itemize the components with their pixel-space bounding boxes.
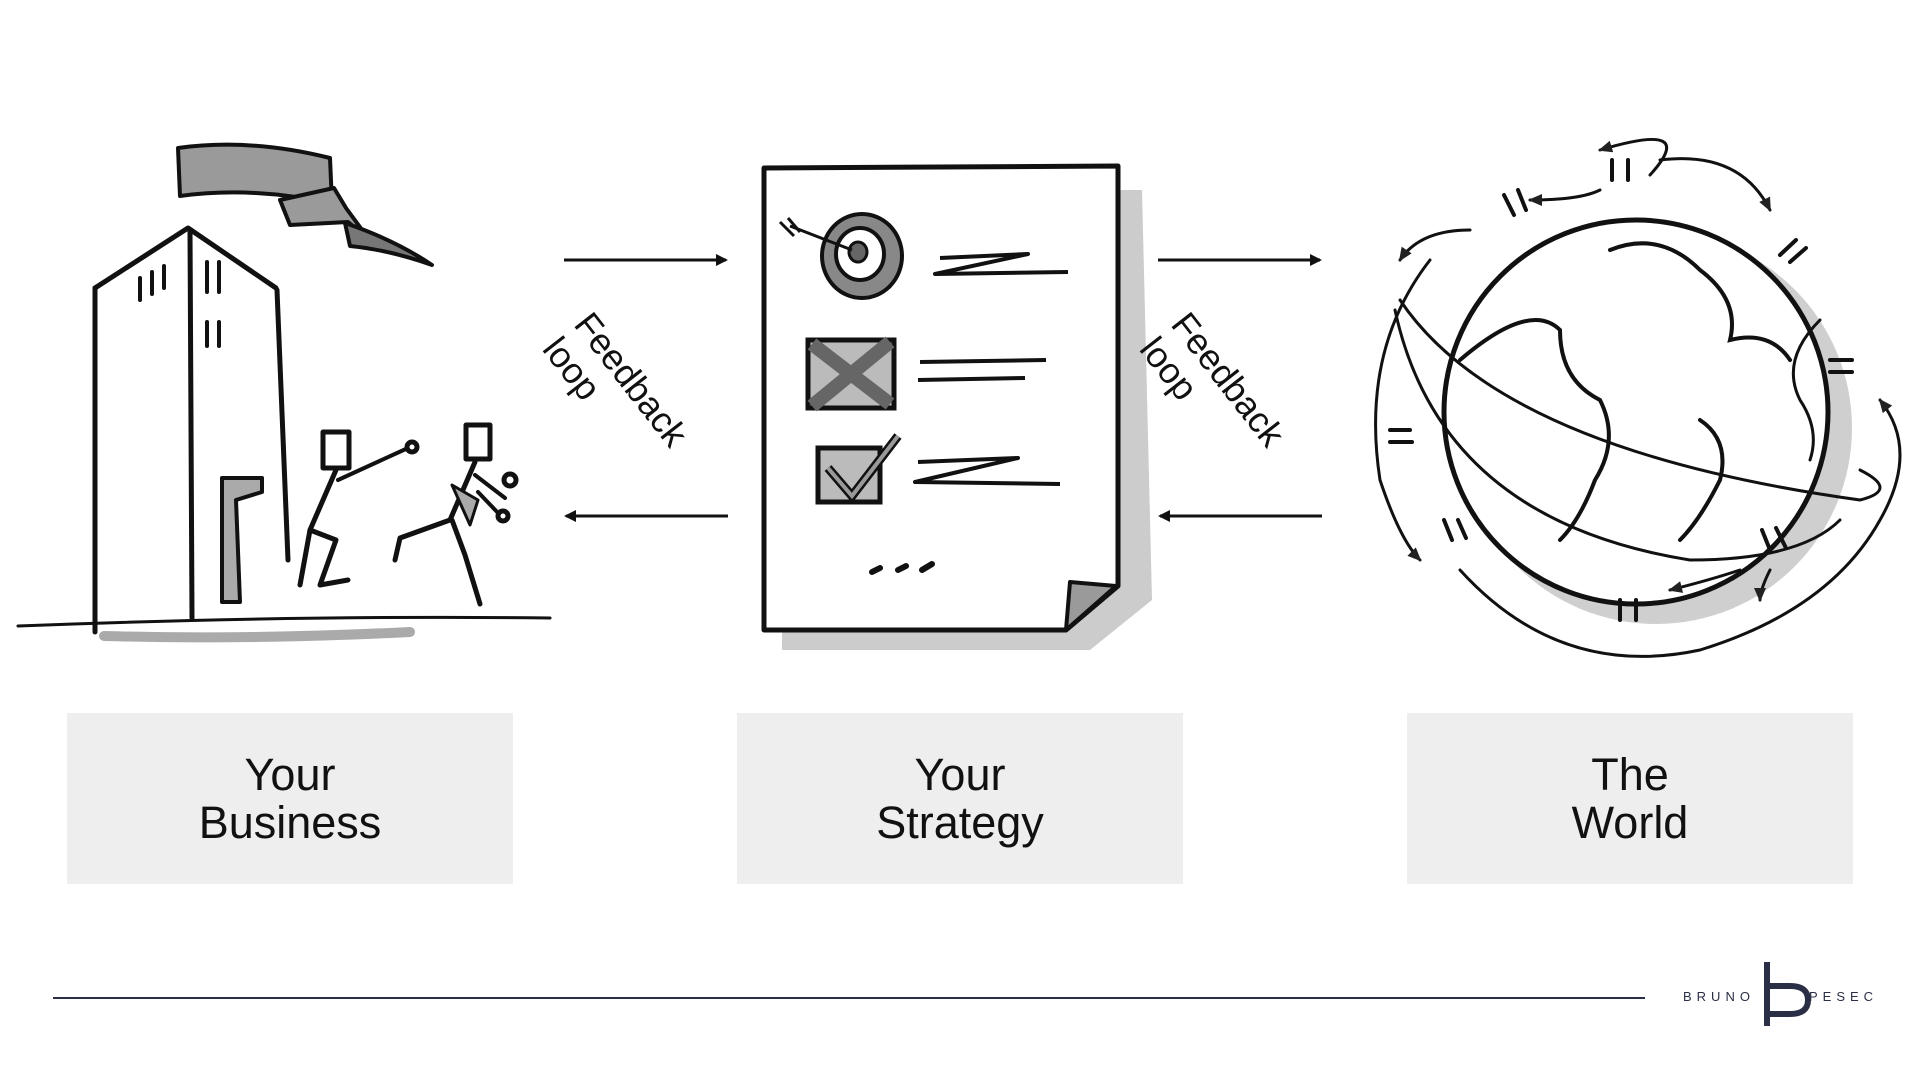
- footer-divider: [53, 997, 1645, 999]
- brand-first-name: BRUNO: [1683, 989, 1755, 1004]
- brand-logo: BRUNO PESEC: [1680, 955, 1880, 1035]
- brand-logo-icon: [1764, 962, 1812, 1026]
- crossed-checkbox-icon: [805, 336, 897, 412]
- node-the-world: The World: [1407, 713, 1853, 884]
- strategy-document-icon: [761, 163, 1152, 650]
- node-label-line: Strategy: [876, 796, 1044, 848]
- target-icon: [778, 212, 904, 300]
- castle-icon: [16, 225, 552, 643]
- node-your-business: Your Business: [67, 713, 513, 884]
- node-label-line: Your: [914, 748, 1006, 800]
- checked-checkbox-icon: [815, 433, 902, 505]
- globe-icon: [1374, 137, 1902, 658]
- arrow-icon: [564, 254, 1322, 522]
- node-label-line: Business: [198, 796, 382, 848]
- node-label-line: Your: [244, 748, 336, 800]
- node-label-line: The: [1591, 748, 1669, 800]
- brand-last-name: PESEC: [1809, 989, 1879, 1004]
- node-label-line: World: [1571, 796, 1689, 848]
- node-your-strategy: Your Strategy: [737, 713, 1183, 884]
- flag-icon: [176, 142, 434, 267]
- running-people-icon: [297, 422, 519, 607]
